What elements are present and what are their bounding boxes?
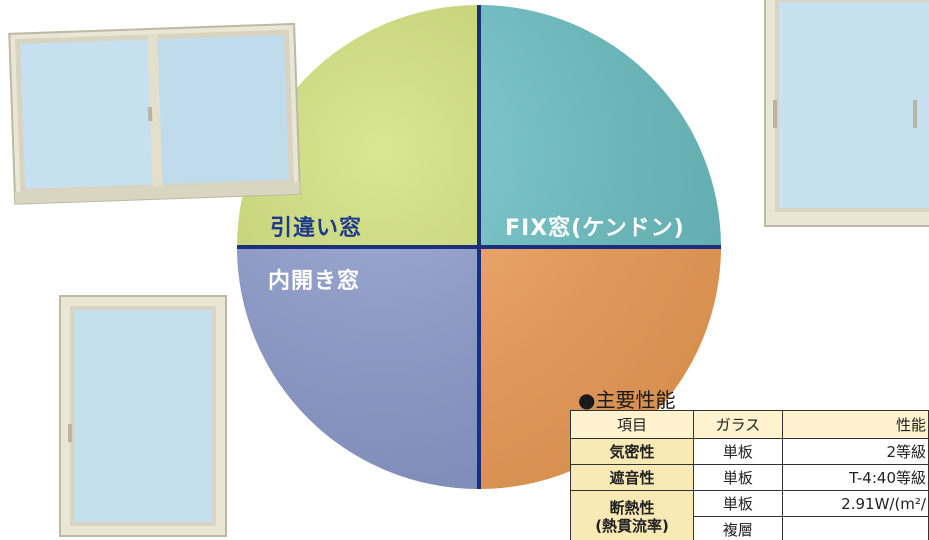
row-glass: 単板	[693, 438, 783, 465]
label-casement-window: 内開き窓	[268, 269, 361, 294]
row-item: 遮音性	[569, 464, 695, 491]
row-glass: 複層	[693, 516, 783, 540]
spec-table-header: 項目 ガラス 性能	[569, 410, 929, 439]
sliding-window-photo	[8, 22, 302, 205]
row-value	[781, 516, 929, 540]
label-sliding-window: 引違い窓	[270, 216, 363, 241]
table-row: 気密性 単板 2等級	[569, 438, 929, 465]
label-fix-window: FIX窓(ケンドン)	[505, 216, 685, 241]
header-performance: 性能	[781, 410, 929, 439]
row-value: 2等級	[781, 438, 929, 465]
fix-window-photo	[764, 0, 929, 227]
row-item: 気密性	[569, 438, 695, 465]
row-value: 2.91W/(m²/	[781, 490, 929, 517]
row-glass: 単板	[693, 464, 783, 491]
row-item-heat-sub: (熱貫流率)	[595, 517, 669, 535]
row-item-heat: 断熱性 (熱貫流率)	[569, 490, 695, 540]
row-glass: 単板	[693, 490, 783, 517]
spec-table: 項目 ガラス 性能 気密性 単板 2等級 遮音性 単板 T-4:40等級 断熱性…	[569, 410, 929, 540]
table-row: 断熱性 (熱貫流率) 単板 2.91W/(m²/	[569, 490, 929, 540]
row-item-heat-label: 断熱性	[609, 499, 655, 517]
spec-title: ●主要性能	[578, 388, 676, 412]
row-value: T-4:40等級	[781, 464, 929, 491]
casement-window-photo	[59, 295, 227, 537]
table-row: 遮音性 単板 T-4:40等級	[569, 464, 929, 491]
header-glass: ガラス	[693, 410, 783, 439]
header-item: 項目	[569, 410, 695, 439]
table-row: 複層	[571, 516, 929, 540]
